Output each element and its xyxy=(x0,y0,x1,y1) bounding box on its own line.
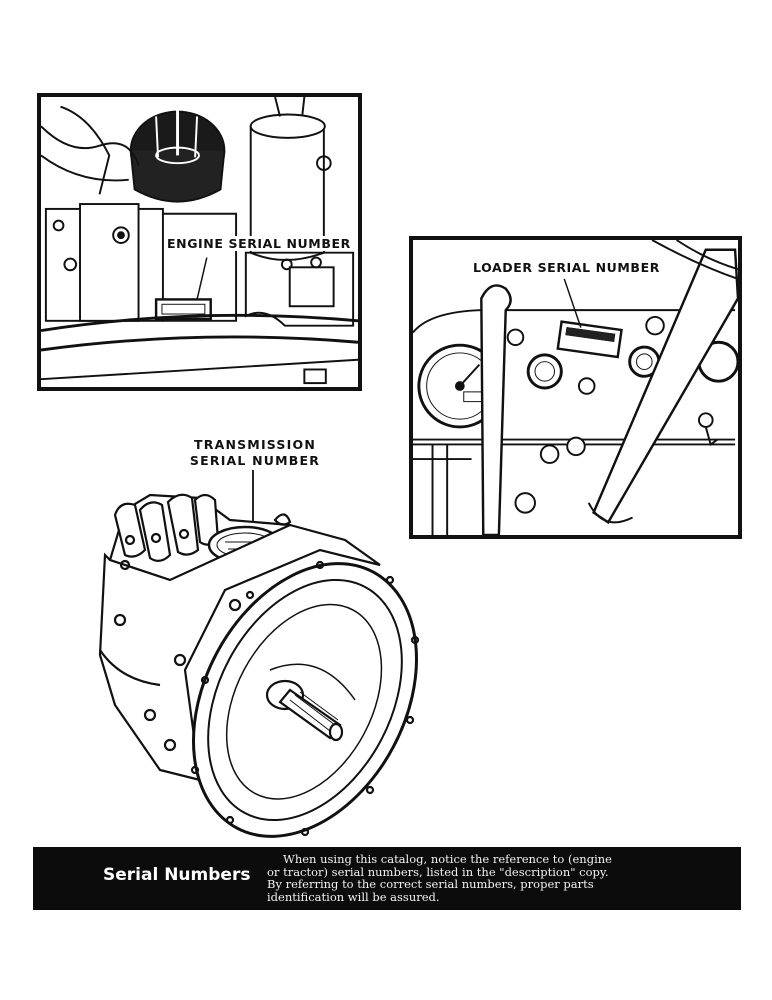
loader-figure: LOADER SERIAL NUMBER xyxy=(409,236,742,539)
transmission-serial-number-label: TRANSMISSION SERIAL NUMBER xyxy=(175,437,335,469)
engine-illustration xyxy=(41,97,358,385)
serial-numbers-description: When using this catalog, notice the refe… xyxy=(267,853,717,903)
description-line: identification will be assured. xyxy=(267,889,440,904)
transmission-illustration xyxy=(98,470,420,838)
engine-figure: ENGINE SERIAL NUMBER xyxy=(37,93,362,391)
serial-numbers-title: Serial Numbers xyxy=(103,865,251,885)
description-line: When using this catalog, notice the refe… xyxy=(283,852,612,866)
loader-illustration xyxy=(413,240,738,535)
transmission-label-line1: TRANSMISSION xyxy=(194,437,316,452)
engine-serial-number-label: ENGINE SERIAL NUMBER xyxy=(165,236,353,251)
description-line: or tractor) serial numbers, listed in th… xyxy=(267,864,609,879)
loader-serial-number-label: LOADER SERIAL NUMBER xyxy=(471,260,662,275)
transmission-label-line2: SERIAL NUMBER xyxy=(189,453,321,468)
description-line: By referring to the correct serial numbe… xyxy=(267,877,594,892)
serial-numbers-banner: Serial Numbers When using this catalog, … xyxy=(33,847,741,910)
